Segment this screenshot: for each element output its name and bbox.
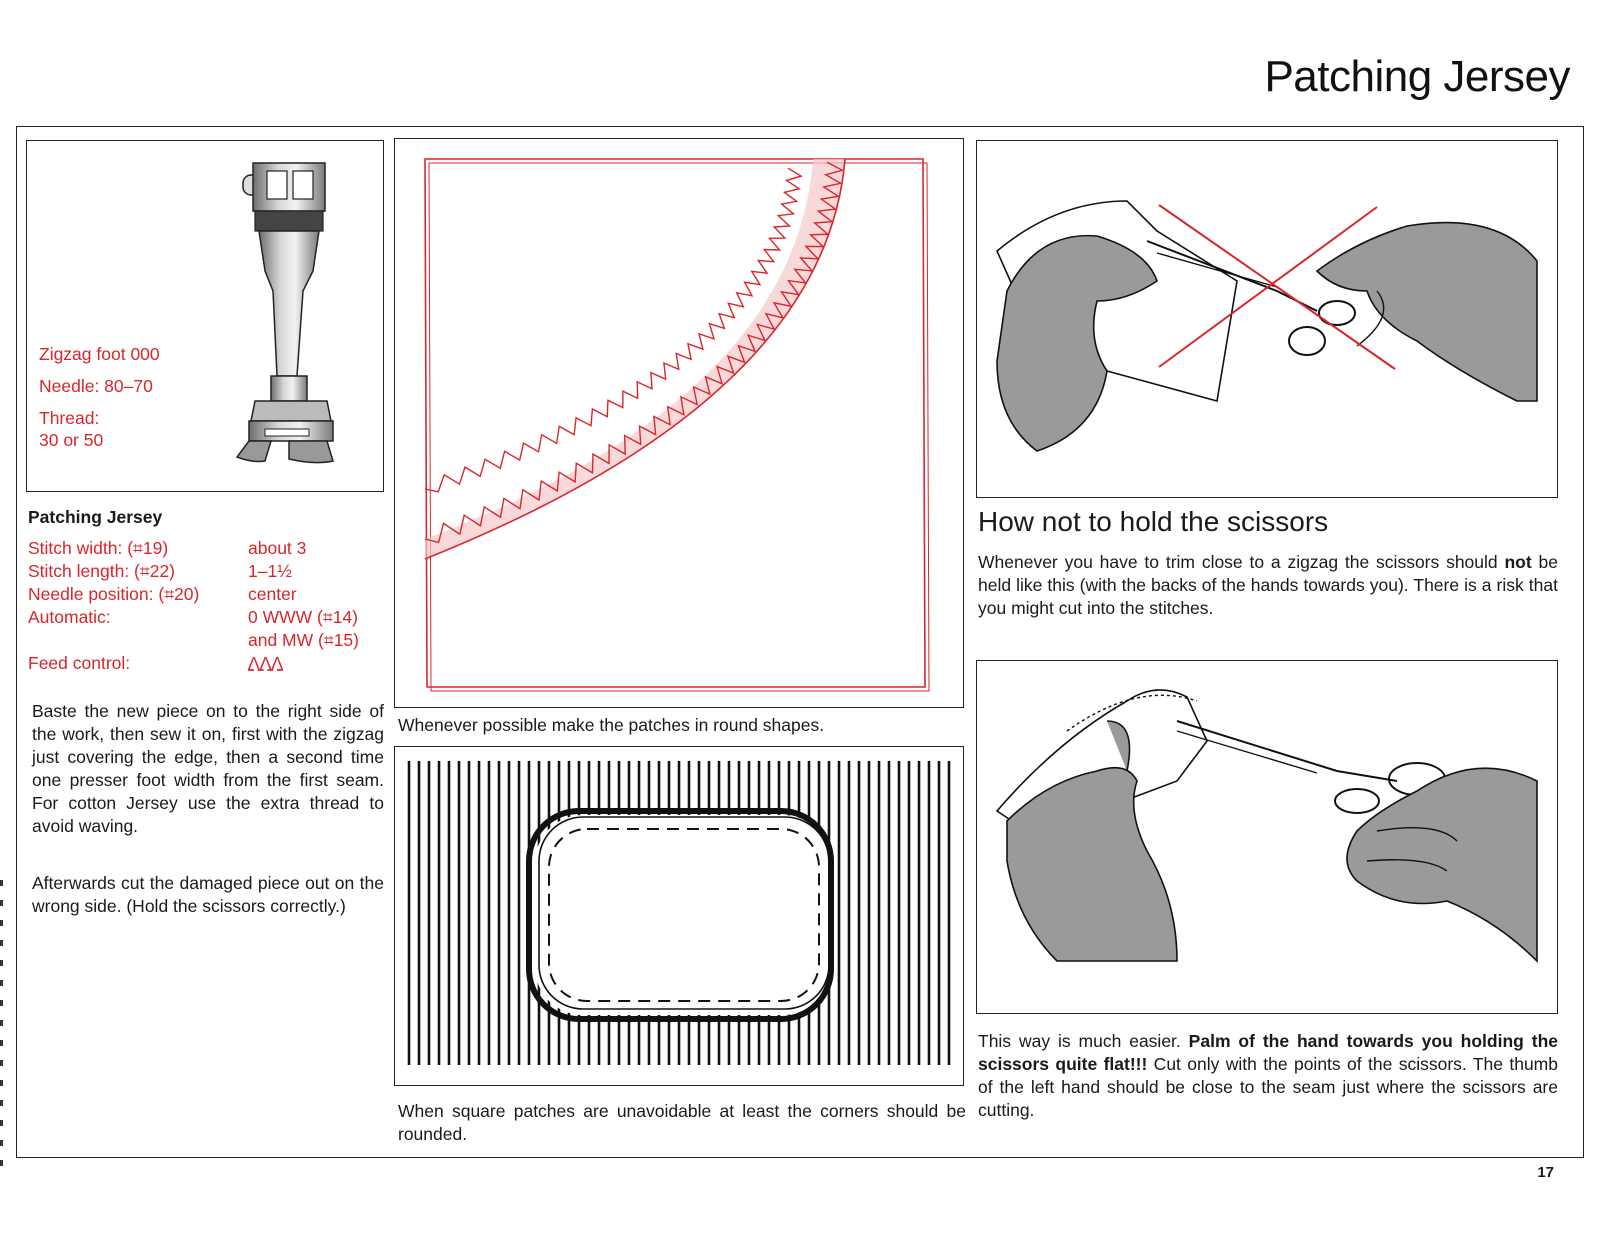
correct-grip-illustration: [995, 689, 1538, 963]
correct-grip-text-1: This way is much easier.: [978, 1031, 1189, 1051]
setting-label: Stitch width: (⌗19): [28, 538, 169, 558]
setting-value: and MW (⌗15): [248, 630, 359, 650]
settings-heading: Patching Jersey: [28, 507, 163, 527]
correct-grip-paragraph: This way is much easier. Palm of the han…: [978, 1030, 1558, 1122]
wrong-cross-line: [1158, 204, 1396, 370]
setting-label: Automatic:: [28, 607, 111, 627]
wrong-cross-line: [1158, 206, 1378, 368]
correct-grip-figure: [976, 660, 1558, 1014]
setting-row: Automatic: 0 WWW (⌗14): [28, 606, 388, 629]
instructions-paragraph-2: Afterwards cut the damaged piece out on …: [32, 873, 384, 916]
binding-edge: [0, 880, 3, 1180]
setting-value: ΛΛΛ: [248, 653, 284, 673]
setting-row: Stitch length: (⌗22) 1–1½: [28, 560, 388, 583]
wrong-grip-text-2: be held like this (with the backs of the…: [978, 552, 1558, 618]
setting-label: Stitch length: (⌗22): [28, 561, 176, 581]
zigzag-foot-illustration: [235, 162, 334, 464]
setting-value: 0 WWW (⌗14): [248, 607, 358, 627]
square-patch-illustration: [407, 761, 951, 1065]
setting-label: Needle position: (⌗20): [28, 584, 200, 604]
presser-foot-box: Zigzag foot 000 Needle: 80–70 Thread: 30…: [26, 140, 384, 492]
setting-row: Stitch width: (⌗19) about 3: [28, 537, 388, 560]
instructions-paragraph-1: Baste the new piece on to the right side…: [32, 701, 384, 836]
square-patch-caption: When square patches are unavoidable at l…: [398, 1101, 966, 1144]
setting-row: and MW (⌗15): [28, 629, 388, 652]
setting-row: Needle position: (⌗20) center: [28, 583, 388, 606]
setting-row: Feed control: ΛΛΛ: [28, 652, 388, 675]
setting-value: about 3: [248, 538, 307, 558]
wrong-grip-emphasis: not: [1504, 552, 1532, 572]
square-patch-figure: [394, 746, 964, 1086]
correct-grip-text-2: Cut only with the points of the scissors…: [978, 1054, 1558, 1120]
content-frame: [16, 126, 1584, 1158]
thread-label: Thread:: [39, 408, 100, 428]
wrong-grip-figure: [976, 140, 1558, 498]
round-patch-figure: [394, 138, 964, 708]
settings-table: Stitch width: (⌗19) about 3 Stitch lengt…: [28, 537, 388, 675]
round-patch-caption: Whenever possible make the patches in ro…: [398, 715, 825, 735]
setting-label: Feed control:: [28, 653, 131, 673]
correct-grip-emphasis: Palm of the hand towards you holding the…: [978, 1031, 1558, 1074]
wrong-grip-paragraph: Whenever you have to trim close to a zig…: [978, 551, 1558, 620]
needle-size: Needle: 80–70: [39, 376, 153, 396]
wrong-grip-text-1: Whenever you have to trim close to a zig…: [978, 552, 1505, 572]
foot-name: Zigzag foot 000: [39, 344, 160, 364]
section-heading: How not to hold the scissors: [978, 506, 1329, 537]
wrong-grip-illustration: [996, 200, 1538, 452]
setting-value: 1–1½: [248, 561, 292, 581]
setting-value: center: [248, 584, 297, 604]
round-patch-illustration: [424, 158, 930, 692]
thread-size: 30 or 50: [39, 430, 104, 450]
page-title: Patching Jersey: [1264, 52, 1570, 101]
page-number: 17: [1537, 1164, 1554, 1181]
